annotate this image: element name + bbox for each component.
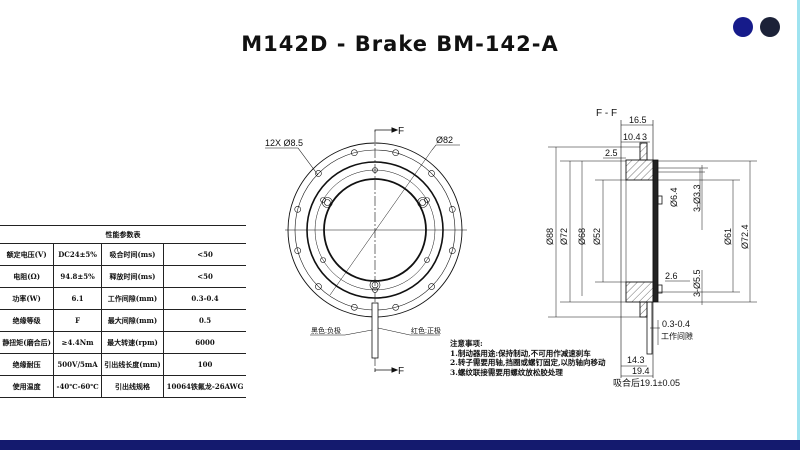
dim-6-4: Ø6.4 <box>669 187 679 207</box>
mount-hole <box>448 205 456 213</box>
mount-hole <box>350 303 358 311</box>
inner-hole <box>372 167 378 173</box>
dim-5-5: 3-Ø5.5 <box>692 269 702 297</box>
inner-hole <box>320 257 326 263</box>
table-cell: 使用温度 <box>0 375 55 398</box>
mount-hole <box>315 170 322 177</box>
dim-68: Ø68 <box>577 228 587 245</box>
front-view <box>265 127 467 373</box>
note-item: 2.转子需要用轴,挡圈或螺钉固定,以防轴向移动 <box>450 358 606 367</box>
inner-hole <box>424 257 430 263</box>
inner-hole <box>372 287 378 293</box>
nav-dot-1[interactable] <box>733 17 753 37</box>
dim-88: Ø88 <box>545 228 555 245</box>
black-wire-label: 黑色:负极 <box>311 326 341 335</box>
screw-head <box>419 199 426 206</box>
dim-72: Ø72 <box>559 228 569 245</box>
dim-14-3: 14.3 <box>627 355 645 365</box>
red-wire-label: 红色:正极 <box>411 326 441 335</box>
screw-head <box>371 281 379 289</box>
vertical-dims: Ø88 Ø72 Ø68 Ø52 Ø6.4 3-Ø3.3 Ø61 Ø72.4 3-… <box>545 184 750 297</box>
nav-dot-2[interactable] <box>760 17 780 37</box>
dim-3: 3 <box>642 132 647 142</box>
page-title: M142D - Brake BM-142-A <box>241 32 559 56</box>
section-view <box>548 120 757 378</box>
dim-3-3: 3-Ø3.3 <box>692 184 702 212</box>
gap-dim: 0.3-0.4 <box>662 319 690 329</box>
mount-hole <box>294 247 302 255</box>
screw-icon <box>322 197 333 208</box>
mount-hole <box>428 283 435 290</box>
table-row: 额定电压(V)DC24±5%吸合时间(ms)<50 <box>0 243 246 266</box>
mount-hole <box>294 205 302 213</box>
dim-52: Ø52 <box>592 228 602 245</box>
holes-label: 12X Ø8.5 <box>265 138 303 148</box>
section-title: F - F <box>596 108 617 119</box>
mount-hole <box>315 283 322 290</box>
note-item: 1.制动器用途:保持制动,不可用作减速刹车 <box>450 348 591 358</box>
mount-hole <box>392 149 400 157</box>
mount-hole <box>392 303 400 311</box>
mount-hole <box>350 149 358 157</box>
dim-2-5: 2.5 <box>605 148 618 158</box>
table-cell: 10064铁氟龙-26AWG <box>163 375 246 398</box>
dim-61: Ø61 <box>723 228 733 245</box>
section-mark-bottom: F <box>398 366 404 377</box>
dim-10-4: 10.4 <box>623 132 641 142</box>
note-item: 3.螺纹联接需要用螺纹放松胶处理 <box>450 367 563 377</box>
dim-19-4: 19.4 <box>632 366 650 376</box>
mount-hole <box>448 247 456 255</box>
screw-head <box>324 199 331 206</box>
dim-2-6: 2.6 <box>665 271 678 281</box>
edge-accent <box>797 0 800 440</box>
diameter-label: Ø82 <box>436 135 453 145</box>
screw-icon <box>417 197 428 208</box>
dim-72-4: Ø72.4 <box>740 224 750 249</box>
dim-16-5: 16.5 <box>629 115 647 125</box>
mount-hole <box>428 170 435 177</box>
bottom-bar <box>0 440 800 450</box>
notes-heading: 注意事项: <box>450 339 483 348</box>
after-engage-dim: 吸合后19.1±0.05 <box>613 377 680 388</box>
section-mark-top: F <box>398 126 404 137</box>
notes: 注意事项: 1.制动器用途:保持制动,不可用作减速刹车 2.转子需要用轴,挡圈或… <box>450 339 606 377</box>
gap-label: 工作间隙 <box>661 331 693 341</box>
screw-icon <box>369 279 381 291</box>
